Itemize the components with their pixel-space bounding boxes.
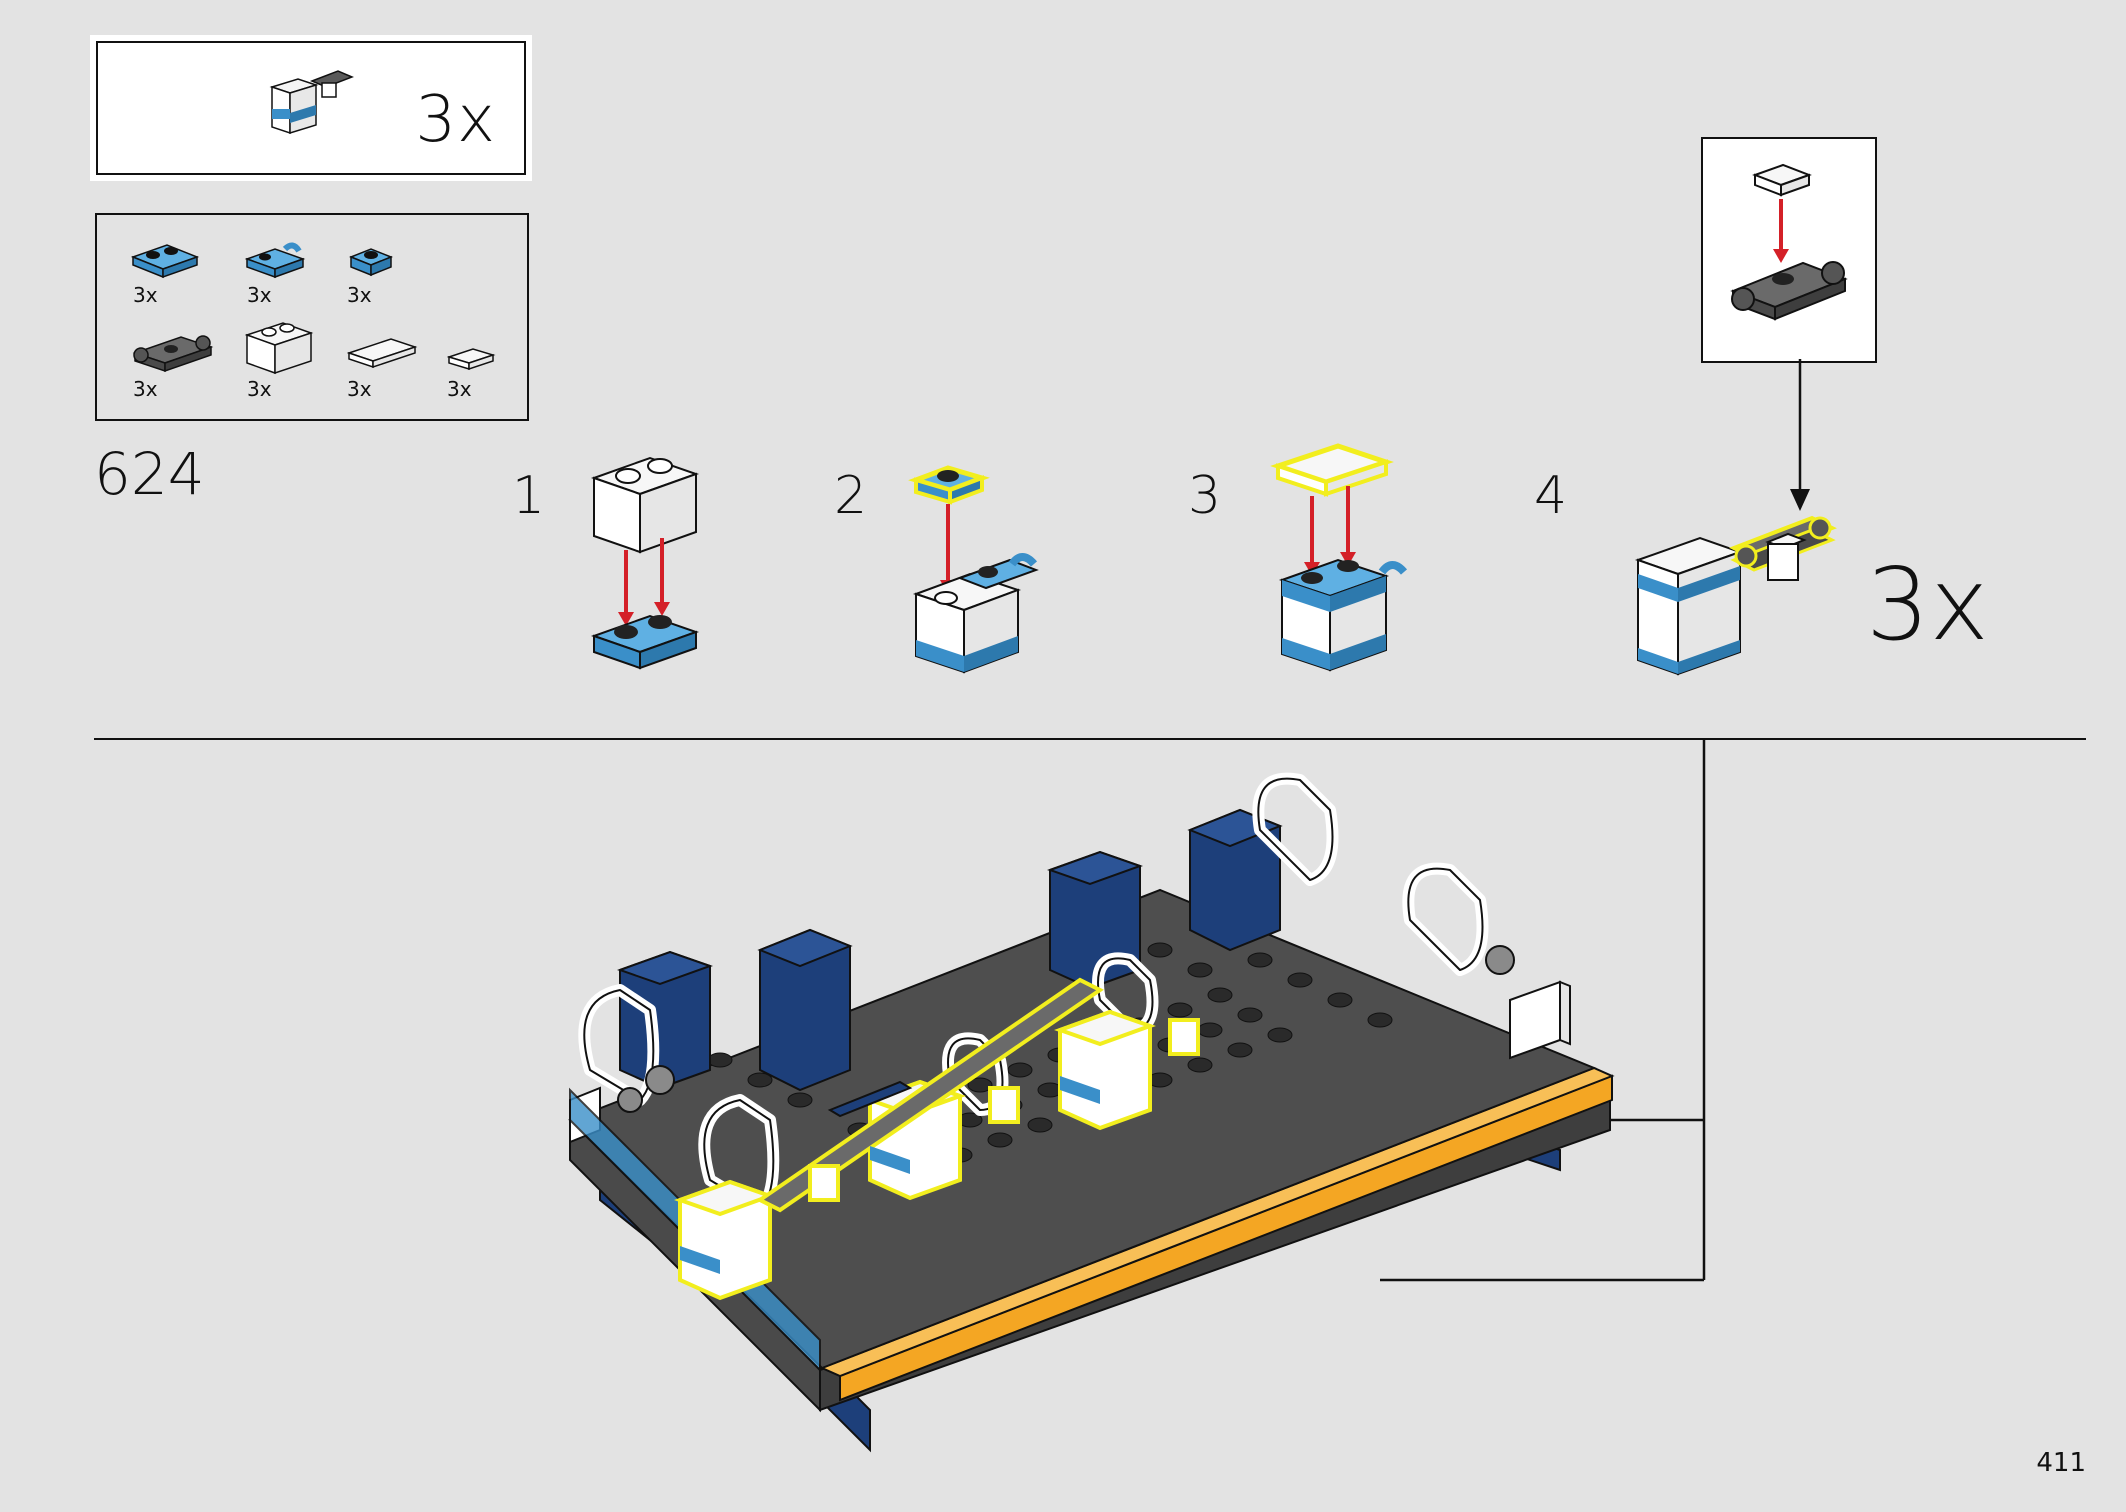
detail-connector-arrow <box>1790 359 1810 511</box>
dark-gray-bar-holder-icon <box>132 335 214 373</box>
parts-list: 3x 3x 3x 3x 3x 3x <box>95 213 529 421</box>
substep-3-illustration <box>1270 443 1408 672</box>
white-tile-1x2-icon <box>347 338 418 369</box>
substep-1-number: 1 <box>512 466 546 526</box>
callout-box: 3x <box>96 41 526 175</box>
substep-2-illustration <box>908 465 1039 674</box>
substep-4-illustration <box>1634 515 1837 676</box>
main-model-illustration <box>568 772 1615 1453</box>
white-brick-1x2-icon <box>245 322 314 375</box>
substep-4-number: 4 <box>1534 466 1568 526</box>
part-qty: 3x <box>247 283 272 307</box>
part-qty: 3x <box>347 377 372 401</box>
step-number: 624 <box>94 440 205 508</box>
part-qty: 3x <box>447 377 472 401</box>
substep-2-number: 2 <box>834 466 868 526</box>
step-divider <box>94 738 2086 740</box>
part-qty: 3x <box>133 283 158 307</box>
blue-plate-1x1-icon <box>349 248 394 277</box>
substep-3-number: 3 <box>1188 466 1222 526</box>
callout-multiplier: 3x <box>415 83 496 157</box>
blue-plate-clip-icon <box>245 242 306 279</box>
sub-assembly-icon <box>269 70 354 135</box>
bar-holder-tile-detail <box>1730 163 1848 321</box>
substep-4-detail-box <box>1701 137 1877 363</box>
white-tile-1x1-icon <box>447 348 496 371</box>
blue-plate-1x2-icon <box>131 244 200 279</box>
part-qty: 3x <box>247 377 272 401</box>
part-qty: 3x <box>133 377 158 401</box>
assembly-multiplier: 3x <box>1866 546 1989 663</box>
part-qty: 3x <box>347 283 372 307</box>
substep-1-illustration <box>590 456 700 670</box>
page-number: 411 <box>2036 1448 2086 1478</box>
